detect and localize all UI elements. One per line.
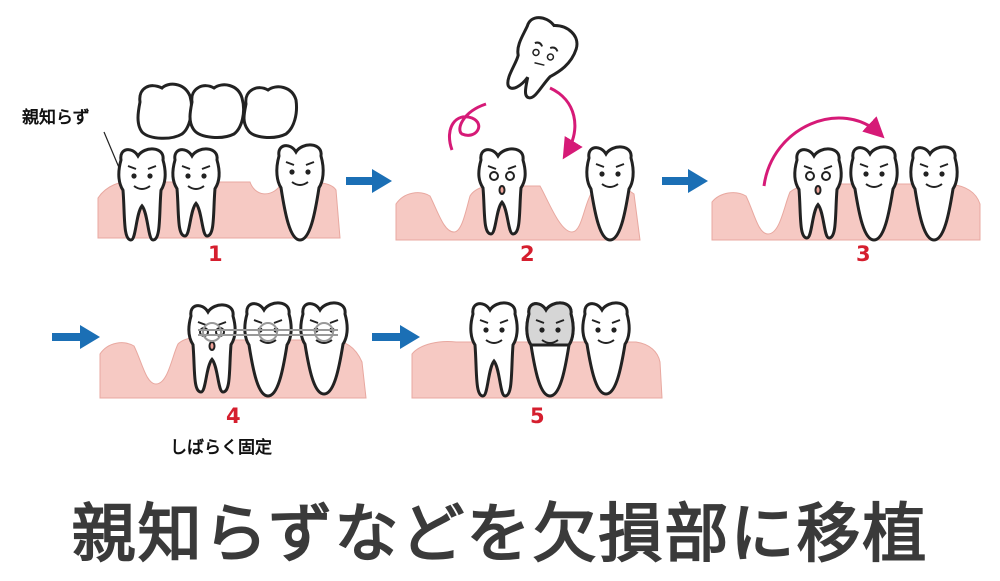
tooth-outline (299, 301, 349, 396)
teeth (117, 143, 959, 398)
tooth-outline (243, 301, 293, 398)
swirl-motion-arrow (448, 102, 487, 151)
step-number-1: 1 (208, 242, 223, 266)
crown-cap (525, 301, 575, 347)
tooth-face (181, 165, 211, 190)
transplanted-tooth (477, 147, 527, 236)
tooth-transplant-diagram (52, 16, 981, 399)
tooth-face (859, 163, 889, 188)
tooth-face (803, 165, 833, 195)
flow-arrow-1-2 (346, 169, 392, 193)
upper-crown-outlines (136, 82, 298, 140)
flow-arrow-2-3 (662, 169, 708, 193)
tooth-face (487, 165, 517, 195)
tooth-face (285, 161, 315, 186)
label-pointer-line (103, 131, 121, 171)
tooth-outline (581, 301, 631, 396)
temporary-fix-label: しばらく固定 (170, 438, 272, 458)
tooth-face (595, 163, 625, 188)
crowned-tooth (525, 301, 575, 398)
wisdom-tooth (117, 147, 167, 242)
main-caption: 親知らずなどを欠損部に移植 (71, 497, 929, 572)
tooth (275, 143, 325, 242)
tooth-outline (275, 143, 325, 242)
orthodontic-wire (198, 322, 338, 342)
tooth-outline (117, 147, 167, 242)
tooth-face (591, 319, 621, 344)
step-number-2: 2 (520, 242, 535, 266)
bracket (258, 322, 278, 342)
tooth (469, 301, 519, 398)
flow-arrow-3-4 (52, 325, 100, 349)
step-number-4: 4 (226, 404, 241, 428)
step-3-illustration (711, 116, 981, 241)
flow-arrows (52, 169, 708, 349)
bracket (202, 322, 222, 342)
tooth-outline (171, 147, 221, 238)
tooth-outline (849, 145, 899, 242)
wisdom-tooth-label: 親知らず (22, 108, 90, 128)
tooth-face (919, 163, 949, 188)
transplanted-tooth (793, 147, 843, 240)
tooth (585, 145, 635, 242)
drop-motion-arrow (549, 86, 583, 160)
tooth-face (479, 319, 509, 344)
move-motion-arrow (762, 116, 885, 187)
tooth (581, 301, 631, 396)
extracted-wisdom-tooth (506, 16, 579, 100)
step-number-5: 5 (530, 404, 545, 428)
tooth (849, 145, 899, 242)
step-number-3: 3 (856, 242, 871, 266)
tooth (909, 145, 959, 242)
tooth-outline (585, 145, 635, 242)
tooth-outline (469, 301, 519, 398)
bracket (314, 322, 334, 342)
tooth (171, 147, 221, 238)
flow-arrow-4-5 (372, 325, 420, 349)
gum-shape (711, 182, 981, 241)
tooth-face (535, 319, 565, 344)
tooth-outline (909, 145, 959, 242)
tooth (299, 301, 349, 396)
tooth-face (127, 165, 157, 190)
